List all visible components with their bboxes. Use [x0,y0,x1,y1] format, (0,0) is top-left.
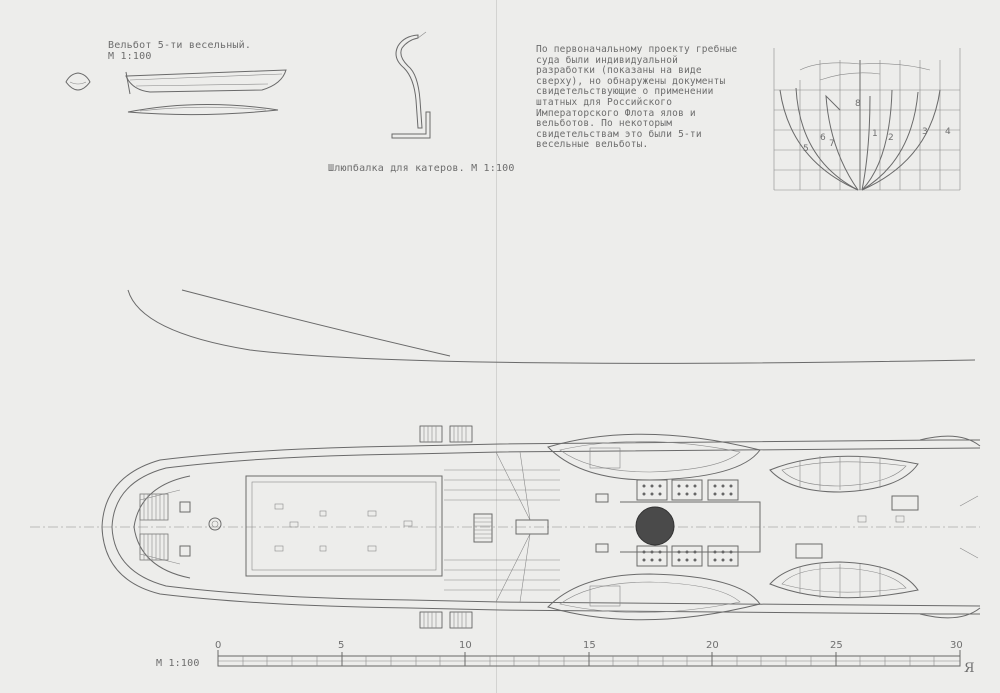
section-number: 6 [820,133,826,143]
section-number: 2 [888,133,894,143]
sheer-line [127,289,976,364]
scale-tick-label: 10 [459,640,472,651]
sheet-fold-line [496,0,497,693]
davit-drawing [391,31,431,139]
note-line: По первоначальному проекту гребные [536,44,738,55]
section-number: 4 [945,127,951,137]
whaleboat-plan-view [127,103,279,116]
scale-tick-label: 0 [215,640,221,651]
section-number: 7 [829,139,835,149]
scale-tick-label: 5 [338,640,344,651]
scale-tick-label: 30 [950,640,963,651]
author-signature: Я [964,661,975,676]
skylight-grid [636,479,739,567]
note-line: вельботов. По некоторым [536,118,673,130]
body-plan: 1 2 3 4 5 6 7 8 [773,48,961,191]
section-number: 5 [803,144,809,154]
funnel-circle [635,506,675,546]
section-number: 1 [872,129,878,139]
section-number: 8 [855,99,861,109]
scale-bar-label: М 1:100 [156,658,200,669]
whaleboat-section-view [65,72,91,91]
note-line: свидетельствующие о применении [536,86,714,98]
note-line: Императорского Флота ялов и [536,107,696,119]
note-line: штатных для Российского [536,96,673,108]
davit-caption: Шлюпбалка для катеров. М 1:100 [328,163,515,174]
scale-tick-label: 15 [583,640,596,651]
whaleboat-scale: М 1:100 [108,51,152,62]
section-number: 3 [922,127,928,137]
whaleboat-title: Вельбот 5-ти весельный. [108,40,252,51]
note-line: весельные вельботы. [536,139,649,151]
scale-tick-label: 20 [706,640,719,651]
scale-bar: 0 5 10 15 20 25 30 Я [215,640,975,676]
deck-plan [30,425,981,629]
note-line: свидетельствам это были 5-ти [536,128,702,140]
note-line: суда были индивидуальной [536,54,679,66]
history-note: По первоначальному проекту гребные суда … [536,44,781,151]
scale-tick-label: 25 [830,640,843,651]
note-line: сверху), но обнаружены документы [536,75,726,87]
whaleboat-profile-view [125,69,287,95]
note-line: разработки (показаны на виде [536,65,702,77]
